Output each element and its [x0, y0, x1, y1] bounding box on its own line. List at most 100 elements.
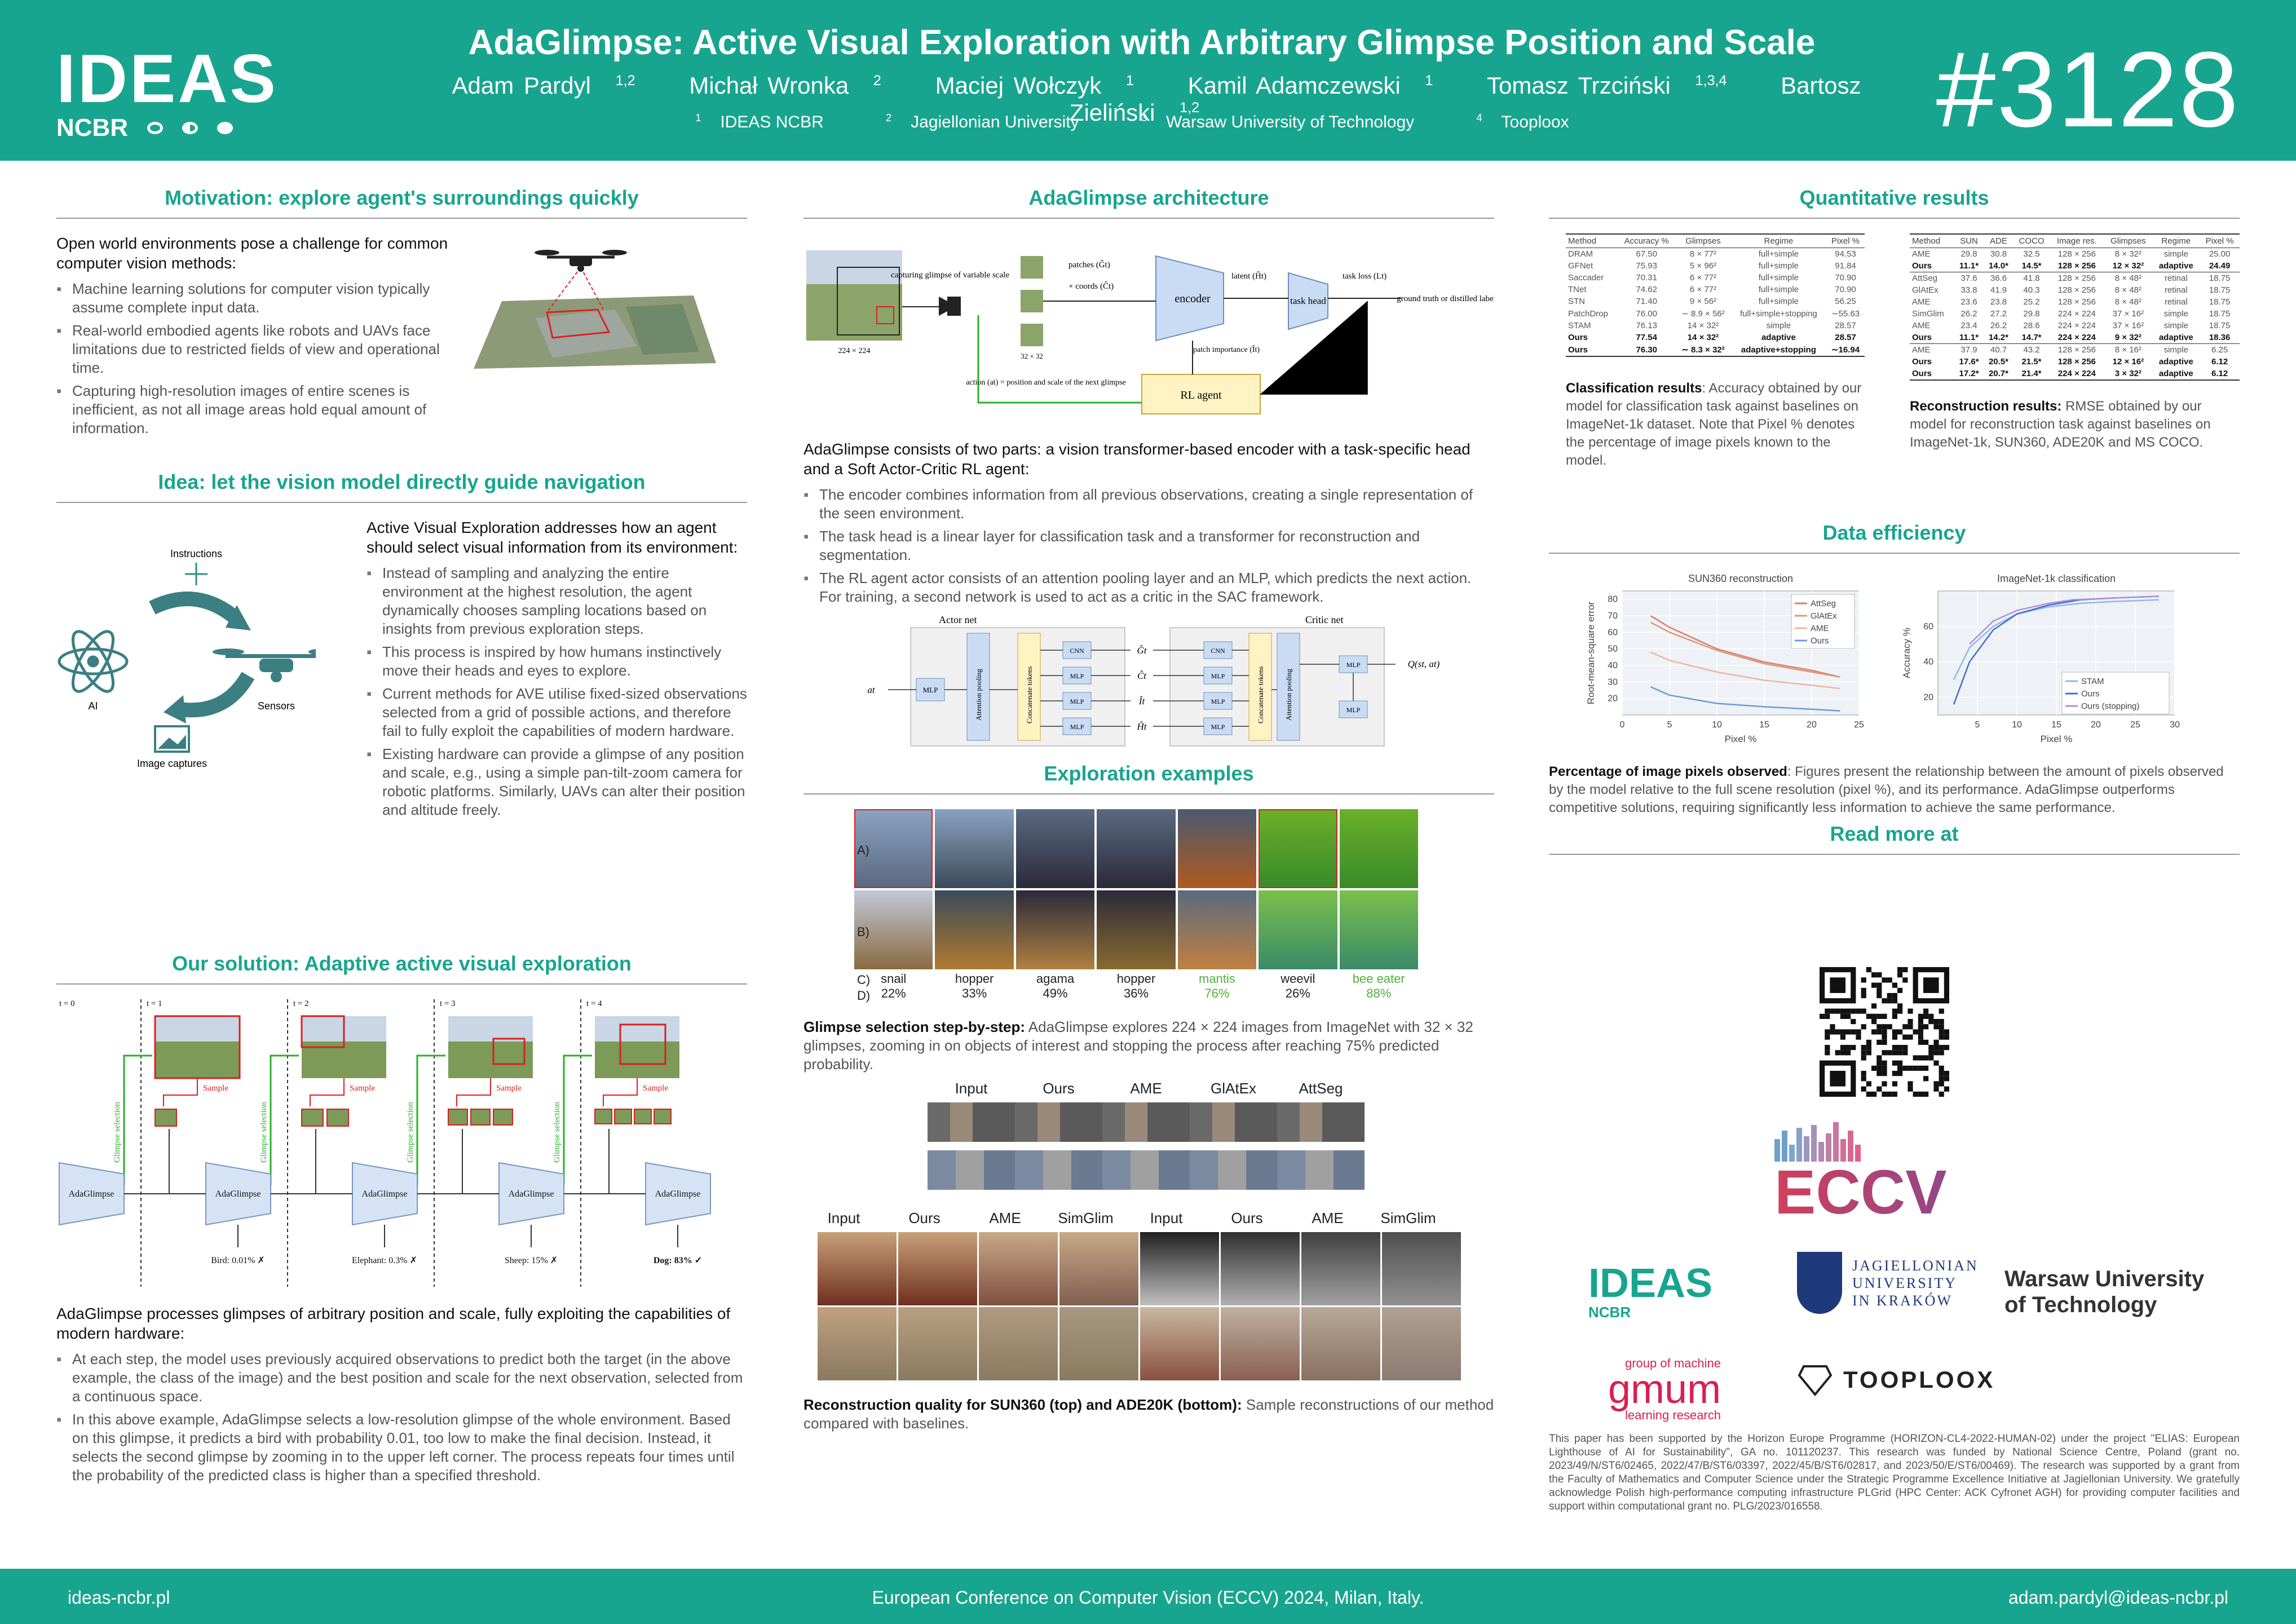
table-cell: 18.75	[2209, 297, 2231, 307]
qr-module	[1882, 977, 1887, 983]
qr-module	[1825, 1029, 1830, 1035]
legend-label: STAM	[2081, 677, 2104, 686]
qr-module	[1918, 1055, 1923, 1061]
qr-module	[1876, 1024, 1882, 1030]
qr-module	[1913, 1029, 1918, 1035]
table-header: Glimpses	[1675, 233, 1731, 248]
table-cell: 128 × 256	[2050, 260, 2104, 272]
x-tick-label: 0	[1620, 720, 1625, 730]
table-cell: Ours	[1568, 333, 1588, 342]
qr-module	[1830, 1008, 1835, 1014]
x-tick-label: 25	[1854, 720, 1864, 730]
recon-header: Input	[955, 1080, 988, 1097]
qr-module	[1840, 1045, 1845, 1051]
qr-module	[1913, 1091, 1918, 1097]
cnn-label: CNN	[1070, 647, 1084, 655]
table-cell: STN	[1568, 297, 1585, 306]
input-label: Ît	[1138, 696, 1146, 707]
probability-label: 49%	[1043, 986, 1068, 1000]
recon-header: AttSeg	[1299, 1080, 1343, 1097]
qr-module	[1897, 967, 1903, 973]
qr-module	[1840, 1029, 1845, 1035]
sample-label: Sample	[203, 1084, 228, 1093]
classification-caption: Classification results: Accuracy obtaine…	[1566, 381, 1862, 468]
row-label: D)	[857, 988, 871, 1003]
mlp-label: MLP	[1346, 661, 1361, 669]
table-cell: 75.93	[1636, 261, 1657, 271]
table-cell: 20.5*	[1988, 357, 2008, 367]
table-cell: 70.90	[1835, 285, 1856, 294]
qr-module	[1830, 1024, 1835, 1030]
table-cell: Ours	[1912, 357, 1932, 367]
qr-module	[1861, 987, 1866, 993]
encoder-label: encoder	[1175, 293, 1211, 305]
atom-ai-icon	[58, 630, 129, 693]
email-link[interactable]: adam.pardyl@ideas-ncbr.pl	[2008, 1587, 2228, 1608]
x-tick-label: 5	[1975, 720, 1980, 730]
class-label: weevil	[1281, 972, 1315, 986]
table-cell: 18.75	[2209, 285, 2231, 295]
table-cell: 14.7*	[2013, 332, 2050, 344]
table-cell: ∼ 8.3 × 32²	[1675, 343, 1731, 357]
patches-label: patches (Ĝt)	[1068, 260, 1110, 270]
table-cell: 77.54	[1636, 333, 1657, 342]
list-item: Machine learning solutions for computer …	[56, 280, 451, 317]
circle-icon	[147, 122, 164, 134]
table-header: Image res.	[2050, 233, 2104, 248]
prediction-label: Elephant: 0.3% ✗	[352, 1256, 417, 1265]
input-label: Ĝt	[1137, 645, 1147, 656]
table-cell: 40.3	[2023, 285, 2040, 295]
x-tick-label: 20	[2091, 720, 2101, 730]
legend-label: AttSeg	[1811, 599, 1836, 608]
solution-lead: AdaGlimpse processes glimpses of arbitra…	[56, 1305, 731, 1342]
qr-module	[1876, 1086, 1882, 1092]
table-cell: 8 × 32²	[2114, 249, 2142, 259]
step-label: t = 2	[293, 999, 309, 1008]
qr-module	[1908, 1024, 1913, 1030]
table-cell: 6.12	[2200, 368, 2240, 381]
table-cell: 11.1*	[1954, 260, 1984, 272]
qr-module	[1918, 1034, 1923, 1040]
list-item: Existing hardware can provide a glimpse …	[367, 745, 747, 819]
qr-module	[1876, 1029, 1882, 1035]
glimpse-selection-label: Glimpse selection	[553, 1102, 562, 1163]
row-label: B)	[857, 925, 869, 939]
qr-module	[1887, 1050, 1892, 1056]
qr-module	[1866, 1045, 1871, 1051]
qr-module	[1933, 1060, 1939, 1066]
qr-module	[1944, 1071, 1949, 1076]
website-link[interactable]: ideas-ncbr.pl	[68, 1587, 170, 1608]
legend-label: AME	[1811, 624, 1829, 633]
table-cell: 18.75	[2209, 309, 2231, 319]
qr-module	[1845, 1013, 1851, 1019]
probability-row: 22% 33% 49% 36% 76% 26% 88%	[854, 986, 1418, 1001]
drone-sensor-icon	[213, 648, 316, 682]
qr-module	[1866, 1039, 1871, 1045]
row-label: A)	[857, 843, 869, 857]
poster-title: AdaGlimpse: Active Visual Exploration wi…	[468, 23, 1816, 62]
author: Michał Wronka 2	[689, 72, 881, 99]
qr-module	[1825, 1045, 1830, 1051]
y-tick-label: 40	[1608, 661, 1618, 670]
qr-module	[1866, 1081, 1871, 1087]
exploration-caption: Glimpse selection step-by-step: AdaGlimp…	[803, 1018, 1473, 1073]
legend-label: Ours	[1811, 636, 1829, 646]
recon-header: AME	[1312, 1210, 1344, 1226]
motivation-bullets: Machine learning solutions for computer …	[56, 280, 451, 438]
qr-code[interactable]	[1820, 967, 1949, 1097]
qr-module	[1866, 1050, 1871, 1056]
list-item: In this above example, AdaGlimpse select…	[56, 1410, 747, 1485]
table-header: SUN	[1954, 233, 1984, 248]
qr-module	[1892, 998, 1897, 1004]
prediction-label: Sheep: 15% ✗	[505, 1256, 558, 1265]
column-middle: AdaGlimpse architecture 224 × 224 captur…	[803, 186, 1496, 1441]
table-cell: 70.31	[1636, 273, 1657, 283]
qr-module	[1902, 1034, 1908, 1040]
table-cell: Ours	[1566, 343, 1618, 357]
